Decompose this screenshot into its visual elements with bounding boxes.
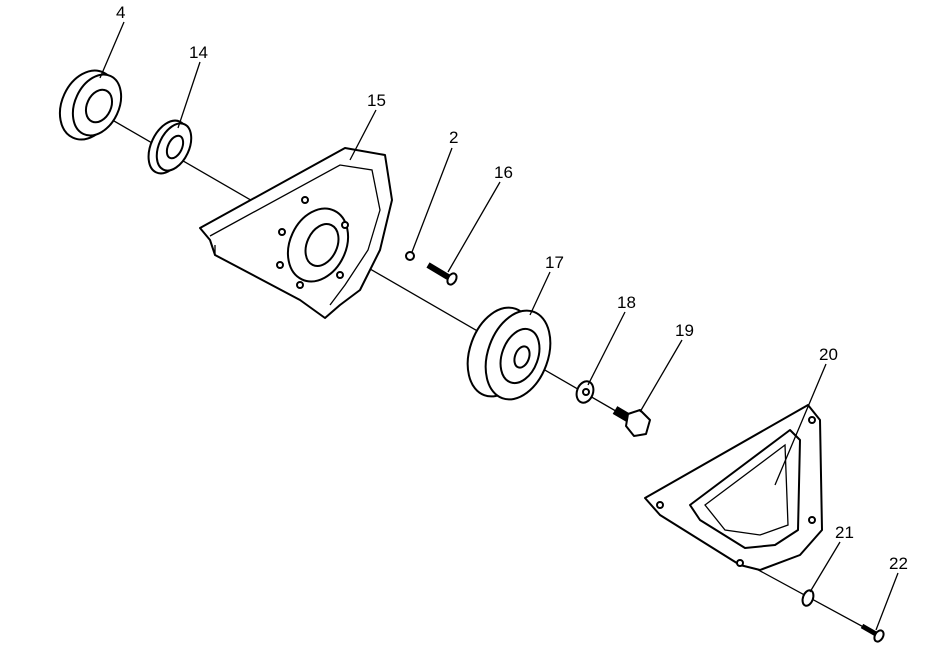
washer-part-21: [801, 589, 815, 607]
washer-part-18: [575, 380, 595, 404]
callout-20: 20: [819, 345, 838, 364]
screw-part-22: [860, 623, 885, 643]
seal-part-14: [147, 119, 193, 175]
callout-2: 2: [449, 128, 458, 147]
housing-plate-part-15: [199, 147, 393, 319]
callout-18: 18: [617, 293, 636, 312]
callout-14: 14: [189, 43, 208, 62]
bearing-part-4: [58, 69, 123, 141]
callout-4: 4: [116, 3, 125, 22]
bolt-part-19: [612, 406, 651, 437]
callout-21: 21: [835, 523, 854, 542]
leader-lines: [99, 21, 899, 631]
callout-19: 19: [675, 321, 694, 340]
callout-22: 22: [889, 554, 908, 573]
washer-part-2: [405, 251, 415, 261]
cover-part-20: [644, 404, 823, 571]
callout-16: 16: [494, 163, 513, 182]
callout-17: 17: [545, 253, 564, 272]
pulley-part-17: [466, 306, 552, 401]
bolt-part-16: [426, 262, 458, 286]
callout-15: 15: [367, 91, 386, 110]
